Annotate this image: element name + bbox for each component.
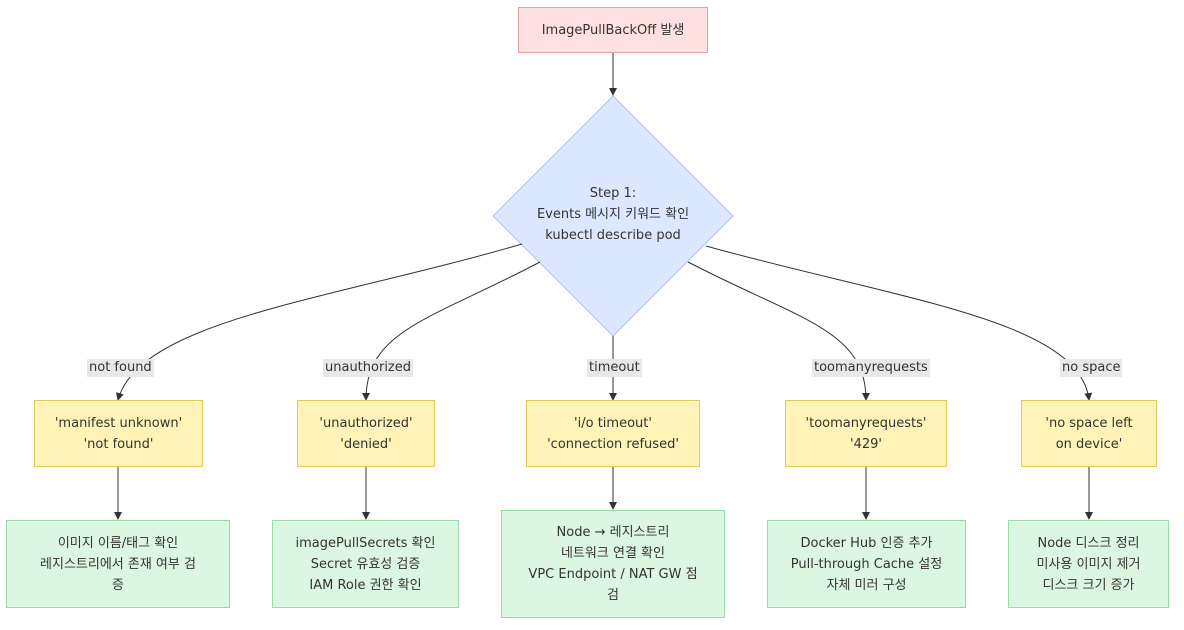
message-line: 'toomanyrequests' xyxy=(805,415,927,431)
start-node: ImagePullBackOff 발생 xyxy=(518,7,708,53)
action-node-timeout: Node → 레지스트리 네트워크 연결 확인 VPC Endpoint / N… xyxy=(501,510,725,618)
action-line: VPC Endpoint / NAT GW 점 xyxy=(528,567,698,582)
action-line: Node 디스크 정리 xyxy=(1037,535,1140,551)
edge-decision-to-toomanyrequests xyxy=(687,261,870,401)
action-node-toomanyrequests: Docker Hub 인증 추가 Pull-through Cache 설정 자… xyxy=(767,520,966,608)
action-line: 레지스트리에서 존재 여부 검 xyxy=(40,556,196,572)
edge-decision-to-not-found xyxy=(116,243,523,401)
action-line: 네트워크 연결 확인 xyxy=(561,546,665,561)
edge-label-not-found: not found xyxy=(87,359,154,377)
action-line: 증 xyxy=(112,577,124,593)
start-node-label: ImagePullBackOff 발생 xyxy=(541,22,685,38)
decision-node-label: Step 1: Events 메시지 키워드 확인 kubectl descri… xyxy=(513,183,713,246)
action-line: IAM Role 권한 확인 xyxy=(309,577,422,593)
edge-label-toomanyrequests: toomanyrequests xyxy=(812,359,930,377)
decision-line-1: Step 1: xyxy=(589,186,637,201)
message-line: '429' xyxy=(850,436,882,452)
message-line: on device' xyxy=(1055,436,1123,452)
action-line: 디스크 크기 증가 xyxy=(1042,577,1135,593)
action-line: Docker Hub 인증 추가 xyxy=(800,535,933,551)
message-line: 'manifest unknown' xyxy=(54,415,183,431)
action-line: Node → 레지스트리 xyxy=(556,525,670,540)
action-line: 자체 미러 구성 xyxy=(826,577,907,593)
action-line: 미사용 이미지 제거 xyxy=(1036,556,1141,572)
action-node-not-found: 이미지 이름/태그 확인 레지스트리에서 존재 여부 검 증 xyxy=(6,520,230,608)
edge-label-timeout: timeout xyxy=(587,359,642,377)
edge-label-no-space: no space xyxy=(1060,359,1123,377)
message-node-not-found: 'manifest unknown' 'not found' xyxy=(34,400,203,467)
action-line: imagePullSecrets 확인 xyxy=(295,535,436,551)
message-node-timeout: 'i/o timeout' 'connection refused' xyxy=(526,400,700,467)
decision-line-2: Events 메시지 키워드 확인 xyxy=(536,207,690,222)
action-line: Pull-through Cache 설정 xyxy=(790,556,943,572)
edge-decision-to-unauthorized xyxy=(362,261,541,401)
message-node-no-space: 'no space left on device' xyxy=(1021,400,1157,467)
message-node-toomanyrequests: 'toomanyrequests' '429' xyxy=(785,400,947,467)
action-line: 검 xyxy=(607,588,619,603)
edge-label-unauthorized: unauthorized xyxy=(323,359,414,377)
action-node-unauthorized: imagePullSecrets 확인 Secret 유효성 검증 IAM Ro… xyxy=(272,520,459,608)
message-line: 'unauthorized' xyxy=(319,415,413,431)
message-line: 'connection refused' xyxy=(547,436,679,452)
decision-line-3: kubectl describe pod xyxy=(545,228,681,243)
message-line: 'denied' xyxy=(340,436,392,452)
action-node-no-space: Node 디스크 정리 미사용 이미지 제거 디스크 크기 증가 xyxy=(1008,520,1169,608)
message-node-unauthorized: 'unauthorized' 'denied' xyxy=(297,400,435,467)
message-line: 'i/o timeout' xyxy=(574,415,652,431)
action-line: Secret 유효성 검증 xyxy=(310,556,421,572)
message-line: 'no space left xyxy=(1045,415,1133,431)
action-line: 이미지 이름/태그 확인 xyxy=(57,535,179,551)
message-line: 'not found' xyxy=(83,436,154,452)
